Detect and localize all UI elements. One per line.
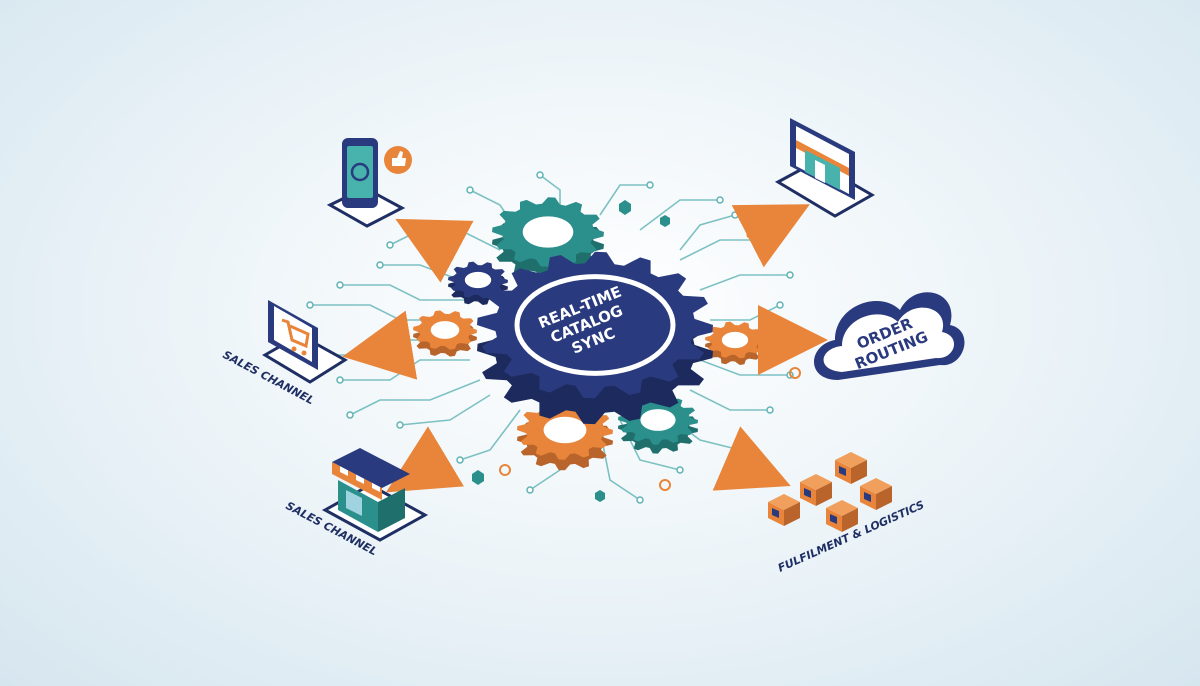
gear-icon bbox=[477, 251, 713, 425]
package-box-icon bbox=[768, 494, 800, 526]
package-box-icon bbox=[800, 474, 832, 506]
storefront-monitor-icon bbox=[774, 118, 876, 218]
thumbs-up-icon bbox=[384, 146, 412, 174]
package-box-icon bbox=[835, 452, 867, 484]
trace-nodes bbox=[306, 171, 794, 504]
flow-arrows bbox=[342, 204, 828, 493]
arrow-icon bbox=[712, 426, 791, 491]
arrow-icon bbox=[731, 204, 810, 268]
package-boxes bbox=[768, 452, 892, 532]
package-box-icon bbox=[860, 478, 892, 510]
hex-dots bbox=[472, 200, 801, 502]
store-icon bbox=[321, 448, 429, 542]
cloud-icon: ORDER ROUTING bbox=[814, 292, 965, 380]
arrow-icon bbox=[342, 310, 418, 380]
gear-icon bbox=[492, 197, 604, 279]
package-box-icon bbox=[826, 500, 858, 532]
gear-icon bbox=[413, 310, 477, 357]
smartphone-icon bbox=[326, 138, 412, 228]
arrow-icon bbox=[395, 218, 474, 283]
gear-icon bbox=[705, 321, 765, 365]
arrow-icon bbox=[385, 426, 465, 493]
shopping-cart-monitor-icon bbox=[262, 300, 348, 384]
gears-group bbox=[413, 197, 765, 471]
